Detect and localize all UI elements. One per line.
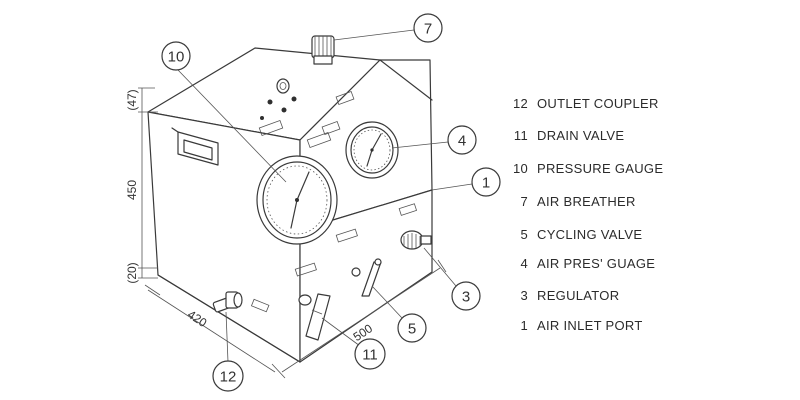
callout-7-label: 7 (424, 21, 432, 38)
top-panel-details (258, 78, 355, 149)
callout-10: 10 (161, 41, 191, 71)
cycling-valve-icon (351, 258, 382, 297)
callout-11: 11 (354, 338, 386, 370)
front-nameplates (250, 203, 418, 313)
callout-10-label: 10 (168, 49, 185, 66)
callout-5: 5 (397, 313, 427, 343)
callout-4-label: 4 (458, 133, 466, 150)
callout-5-label: 5 (408, 321, 416, 338)
dim-bottom-label: (20) (125, 262, 139, 283)
dim-height-label: 450 (125, 180, 139, 200)
callout-11-label: 11 (362, 347, 378, 364)
regulator-icon (400, 230, 432, 250)
lifting-eye-icon (276, 78, 290, 94)
callout-12-label: 12 (220, 369, 237, 386)
pressure-gauge-icon (256, 155, 338, 245)
handle-icon (171, 127, 219, 166)
callout-1: 1 (471, 167, 501, 197)
callout-3-label: 3 (462, 289, 470, 306)
air-breather-icon (311, 35, 335, 65)
outlet-coupler-icon (212, 291, 243, 313)
callout-1-label: 1 (482, 175, 490, 192)
dimension-lines (138, 87, 447, 379)
air-pressure-gauge-icon (345, 121, 399, 179)
callout-4: 4 (447, 125, 477, 155)
callout-3: 3 (451, 281, 481, 311)
leader-lines (177, 29, 473, 363)
callout-12: 12 (212, 360, 244, 392)
dim-depth-label: 420 (185, 307, 210, 330)
dim-top-label: (47) (125, 89, 139, 110)
callout-7: 7 (413, 13, 443, 43)
drain-valve-icon (298, 293, 331, 341)
